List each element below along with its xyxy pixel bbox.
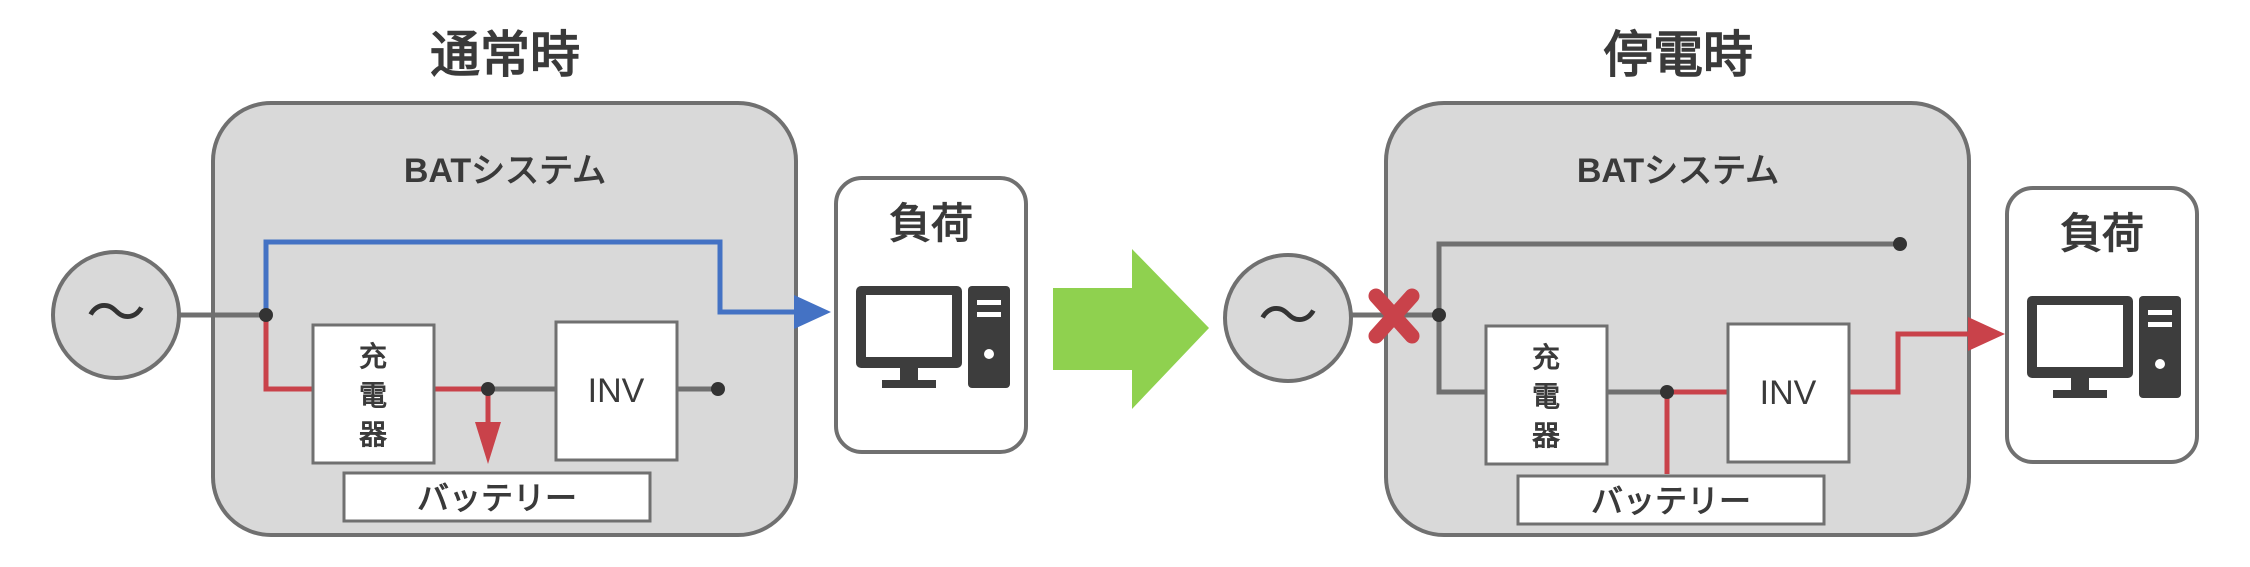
battery-box [342, 471, 652, 523]
battery-box [1516, 474, 1826, 526]
charger-label-1: 充 [359, 340, 387, 373]
battery-label: バッテリー [1591, 482, 1751, 520]
bypass-flow-line [263, 239, 800, 315]
charger-label-2: 電 [1532, 380, 1560, 413]
charger-label-3: 器 [358, 418, 388, 451]
inverter-box [554, 320, 679, 462]
battery-label: バッテリー [417, 479, 577, 517]
terminal-dot [1893, 237, 1907, 251]
junction-dot [259, 308, 273, 322]
computer-icon [2027, 296, 2181, 398]
ac-source [51, 250, 181, 380]
ac-source [1223, 253, 1353, 383]
outage-title: 停電時 [1603, 26, 1753, 84]
load-label: 負荷 [2060, 209, 2144, 258]
bat-system-label: BATシステム [1577, 152, 1779, 190]
junction-dot [1432, 308, 1446, 322]
normal-operation-panel: 通常時 BATシステム 充 電 器 INV バッテリー ～ [51, 26, 1028, 537]
ac-source-symbol: ～ [86, 279, 146, 349]
discharge-flow-arrowhead [1968, 317, 2005, 351]
normal-title: 通常時 [430, 26, 580, 84]
power-cut-mark [1368, 288, 1420, 344]
inverter-label: INV [1760, 374, 1817, 412]
outage-operation-panel: 停電時 BATシステム 充 電 器 INV バッテリー ～ [1223, 26, 2199, 537]
charger-label-3: 器 [1531, 419, 1561, 452]
charger-box [311, 323, 436, 465]
computer-icon [856, 286, 1010, 388]
ac-source-symbol: ～ [1258, 282, 1318, 352]
charger-label-1: 充 [1532, 341, 1560, 374]
load-label: 負荷 [889, 199, 973, 248]
inverter-box [1726, 322, 1851, 464]
charger-label-2: 電 [359, 379, 387, 412]
transition-arrow [1053, 249, 1209, 409]
terminal-dot [711, 382, 725, 396]
charger-box [1484, 324, 1609, 466]
junction-dot [481, 382, 495, 396]
bat-system-label: BATシステム [404, 152, 606, 190]
charging-flow-arrowhead [475, 422, 501, 464]
bypass-flow-arrowhead [794, 295, 831, 329]
inverter-label: INV [588, 372, 645, 410]
junction-dot [1660, 385, 1674, 399]
